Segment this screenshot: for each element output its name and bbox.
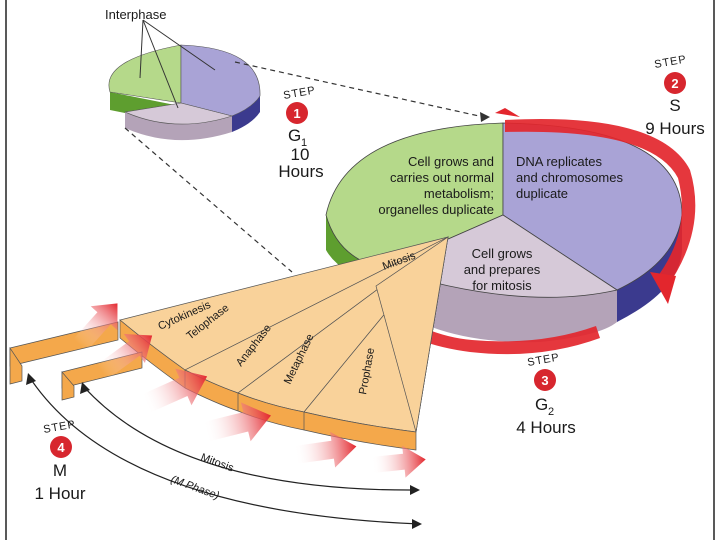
svg-text:for mitosis: for mitosis xyxy=(472,278,532,293)
small-s-slice xyxy=(180,44,261,117)
svg-text:STEP: STEP xyxy=(42,418,76,436)
step-4-badge xyxy=(50,436,72,458)
zoom-line-top xyxy=(234,61,489,119)
fan-prophase xyxy=(375,236,449,433)
step-3-badge xyxy=(534,369,556,391)
svg-text:3: 3 xyxy=(541,373,548,388)
svg-text:and prepares: and prepares xyxy=(464,262,541,277)
svg-text:2: 2 xyxy=(548,406,554,418)
svg-text:carries out normal: carries out normal xyxy=(390,170,494,185)
g1-slice xyxy=(325,122,504,269)
svg-text:and chromosomes: and chromosomes xyxy=(516,170,623,185)
svg-text:STEP: STEP xyxy=(282,84,316,102)
mitosis-arrow-label: Mitosis xyxy=(199,452,236,475)
small-interphase-pie: Interphase xyxy=(105,7,261,141)
svg-text:DNA replicates: DNA replicates xyxy=(516,154,602,169)
svg-text:STEP: STEP xyxy=(653,53,687,71)
step-4-duration: 1 Hour xyxy=(34,484,85,503)
svg-text:Cell grows and: Cell grows and xyxy=(408,154,494,169)
step-4-phase: M xyxy=(53,461,67,480)
step-3-phase: G xyxy=(535,395,548,414)
step-1-duration-number: 10 xyxy=(291,145,310,164)
svg-text:4: 4 xyxy=(57,440,65,455)
zoom-line-bottom xyxy=(124,127,293,273)
step-3-duration: 4 Hours xyxy=(516,418,576,437)
interphase-label: Interphase xyxy=(105,7,166,22)
step-4-m: STEP 4 M 1 Hour xyxy=(34,418,85,503)
svg-text:Cell grows: Cell grows xyxy=(472,246,533,261)
svg-text:STEP: STEP xyxy=(526,351,560,369)
svg-text:1: 1 xyxy=(301,137,307,149)
step-2-phase: S xyxy=(669,96,680,115)
small-g1-slice xyxy=(108,44,182,104)
step-2-duration: 9 Hours xyxy=(645,119,705,138)
step-2-s: STEP 2 S 9 Hours xyxy=(645,53,705,138)
svg-text:duplicate: duplicate xyxy=(516,186,568,201)
svg-text:organelles duplicate: organelles duplicate xyxy=(378,202,494,217)
mitosis-progress-arrows xyxy=(73,303,426,478)
m-phase-arrow-label: (M Phase) xyxy=(169,474,221,503)
step-3-g2: STEP 3 G 2 4 Hours xyxy=(516,351,576,437)
step-1-badge xyxy=(286,102,308,124)
s-description: DNA replicates and chromosomes duplicate xyxy=(516,154,623,201)
g2-cycle-arrow xyxy=(420,326,600,355)
small-g2-slice xyxy=(123,102,234,125)
step-1-g1: STEP 1 G 1 10 Hours xyxy=(278,84,323,181)
step-1-duration-unit: Hours xyxy=(278,162,323,181)
g1-description: Cell grows and carries out normal metabo… xyxy=(378,154,494,217)
g2-description: Cell grows and prepares for mitosis xyxy=(464,246,541,293)
step-1-phase: G xyxy=(288,126,301,145)
svg-text:1: 1 xyxy=(293,106,300,121)
svg-text:2: 2 xyxy=(671,76,678,91)
step-2-badge xyxy=(664,72,686,94)
svg-text:metabolism;: metabolism; xyxy=(424,186,494,201)
